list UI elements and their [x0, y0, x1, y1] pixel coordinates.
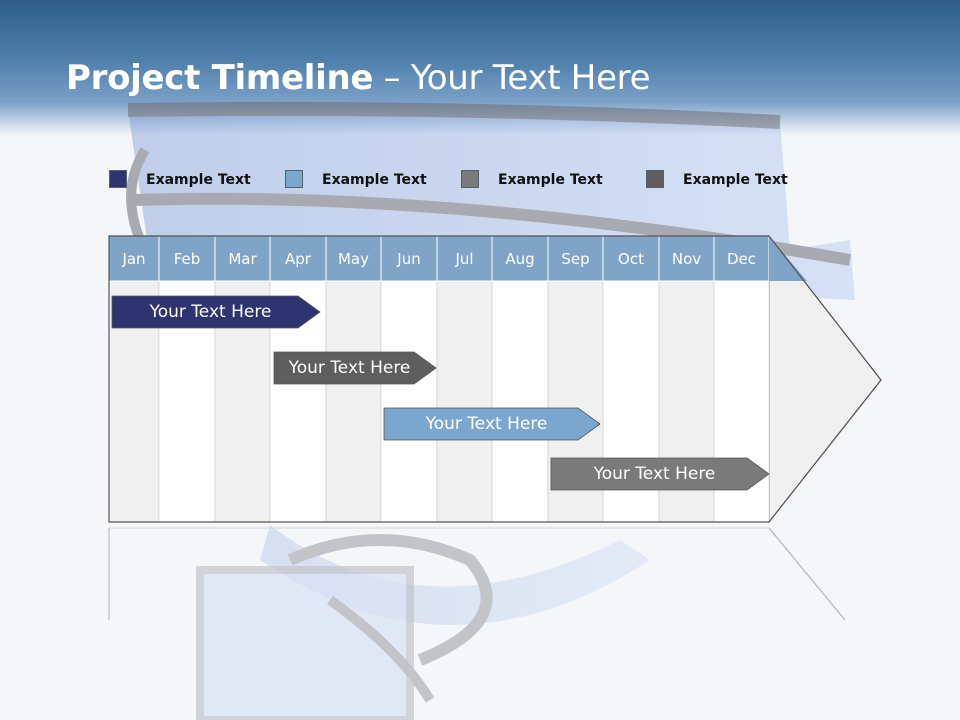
- month-header-cell: [269, 235, 327, 282]
- month-header-cell: [380, 235, 438, 282]
- month-column: [491, 280, 549, 523]
- timeline-bar: [383, 407, 601, 441]
- month-label: Dec: [727, 250, 756, 268]
- legend-label: Example Text: [498, 172, 603, 188]
- month-label: Oct: [618, 250, 644, 268]
- month-header-cell: [436, 235, 493, 282]
- timeline-bar: [273, 351, 437, 385]
- month-header-cell: [214, 235, 271, 282]
- month-label: Nov: [672, 250, 701, 268]
- month-column: [380, 280, 438, 523]
- timeline-bar-label: Your Text Here: [149, 302, 272, 322]
- month-column: [436, 280, 493, 523]
- month-label: Aug: [505, 250, 534, 268]
- month-label: Mar: [228, 250, 257, 268]
- month-header-cell: [491, 235, 549, 282]
- month-header-cell: [547, 235, 604, 282]
- legend-swatch: [285, 170, 303, 188]
- month-header-cell: [602, 235, 660, 282]
- month-label: Jul: [454, 250, 473, 268]
- month-header-cell: [658, 235, 715, 282]
- timeline-bar-label: Your Text Here: [593, 464, 716, 484]
- legend-swatch: [461, 170, 479, 188]
- timeline-arrow-outline: [768, 235, 882, 523]
- month-label: Feb: [174, 250, 201, 268]
- month-label: May: [338, 250, 369, 268]
- timeline-bar: [550, 457, 770, 491]
- legend-swatch: [109, 170, 127, 188]
- page-title: Project Timeline – Your Text Here: [66, 58, 651, 98]
- month-label: Jan: [121, 250, 145, 268]
- month-label: Sep: [561, 250, 589, 268]
- month-header-cell: [713, 235, 770, 282]
- title-bold: Project Timeline: [66, 58, 374, 98]
- month-header-cell: [325, 235, 382, 282]
- month-label: Apr: [285, 250, 312, 268]
- legend-label: Example Text: [322, 172, 427, 188]
- month-header-cell: [158, 235, 216, 282]
- legend-label: Example Text: [683, 172, 788, 188]
- legend-swatch: [646, 170, 664, 188]
- month-label: Jun: [396, 250, 420, 268]
- month-column: [325, 280, 382, 523]
- timeline-bar: [111, 295, 321, 329]
- legend-label: Example Text: [146, 172, 251, 188]
- reflection-line: [768, 527, 846, 621]
- title-rest: – Your Text Here: [373, 58, 651, 98]
- timeline-bar-label: Your Text Here: [425, 414, 548, 434]
- timeline-outline: [108, 235, 769, 523]
- timeline-bar-label: Your Text Here: [288, 358, 411, 378]
